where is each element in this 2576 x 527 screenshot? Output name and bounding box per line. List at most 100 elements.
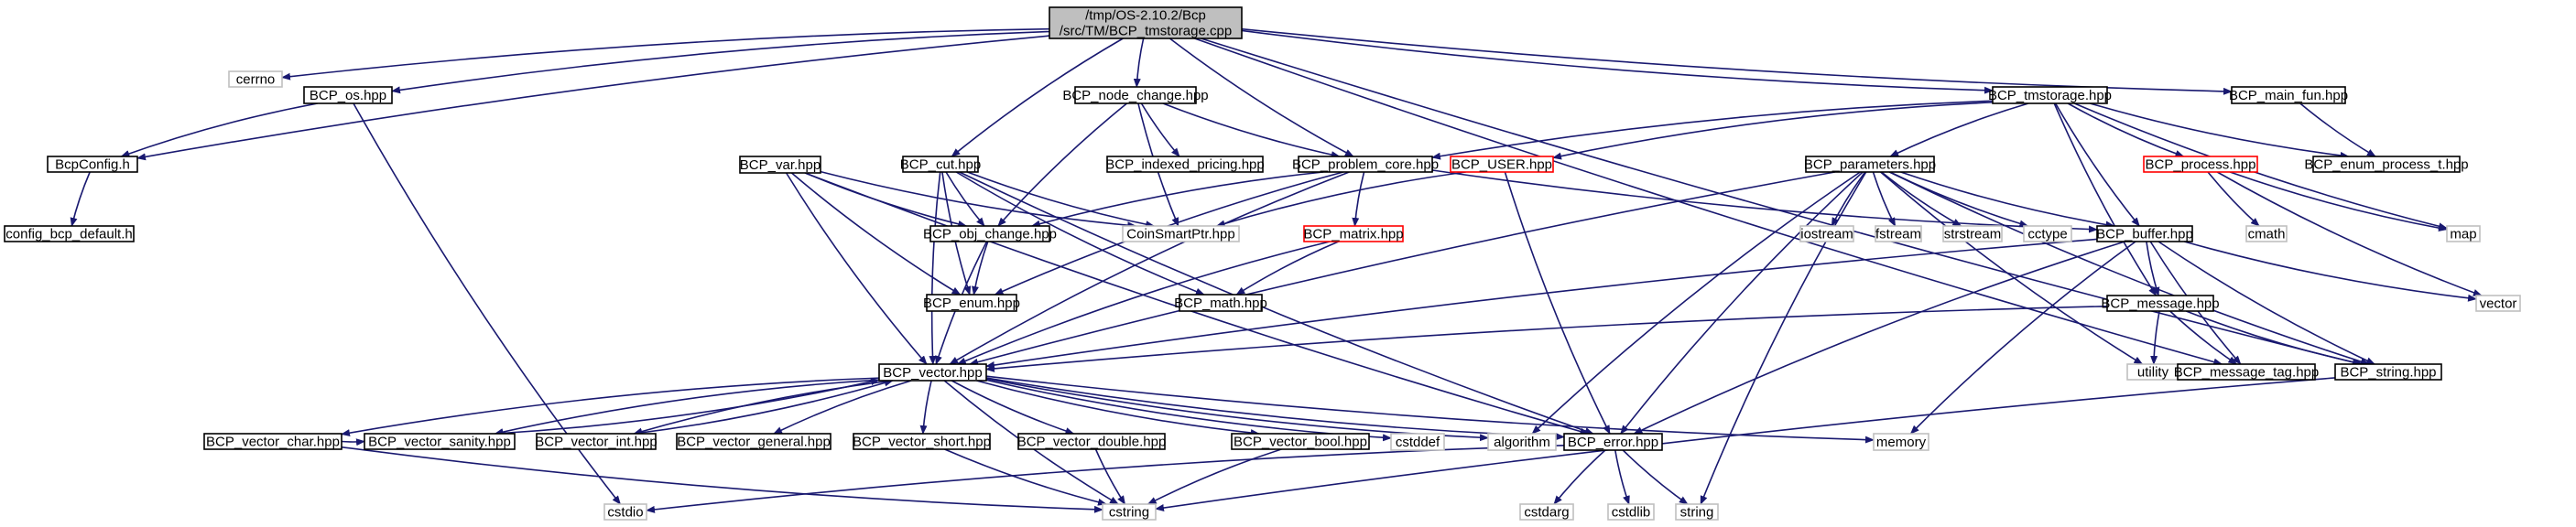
node-label: BCP_vector_short.hpp [853, 434, 991, 449]
node-label: BCP_node_change.hpp [1062, 88, 1208, 103]
edge-vector-to-vector_general [773, 380, 912, 435]
node-cut[interactable]: BCP_cut.hpp [900, 156, 981, 173]
edge-error-to-string [1622, 449, 1689, 505]
node-cstdlib: cstdlib [1607, 503, 1655, 521]
node-bcp-os[interactable]: BCP_os.hpp [303, 86, 393, 104]
node-message-tag[interactable]: BCP_message_tag.hpp [2174, 363, 2319, 381]
node-buffer[interactable]: BCP_buffer.hpp [2096, 225, 2193, 242]
node-vector-bool[interactable]: BCP_vector_bool.hpp [1231, 433, 1370, 450]
node-box [1942, 225, 2003, 242]
node-bcp-string[interactable]: BCP_string.hpp [2334, 363, 2442, 381]
node-label: BCP_vector_general.hpp [677, 434, 831, 449]
node-cctype: cctype [2023, 225, 2072, 242]
node-main-fun[interactable]: BCP_main_fun.hpp [2229, 86, 2348, 104]
node-vector-general[interactable]: BCP_vector_general.hpp [676, 433, 831, 450]
edge-buffer-to-message [2146, 241, 2160, 296]
edge-problem_core-to-buffer [1431, 169, 2098, 233]
node-user[interactable]: BCP_USER.hpp [1450, 156, 1554, 173]
node-label: cstddef [1396, 435, 1440, 450]
edge-buffer-to-vector [985, 238, 2098, 369]
edge-root-to-tmstorage [1241, 29, 1994, 94]
node-label: BCP_tmstorage.hpp [1988, 88, 2112, 103]
node-process[interactable]: BCP_process.hpp [2143, 156, 2258, 173]
node-vector[interactable]: BCP_vector.hpp [878, 363, 987, 382]
edge-error-to-cstdlib [1614, 449, 1630, 505]
node-label: BCP_var.hpp [740, 157, 821, 173]
node-enum-process[interactable]: BCP_enum_process_t.hpp [2304, 156, 2469, 173]
node-label: BCP_indexed_pricing.hpp [1105, 156, 1264, 172]
node-math[interactable]: BCP_math.hpp [1174, 294, 1267, 312]
node-label: memory [1876, 435, 1927, 450]
node-node-change[interactable]: BCP_node_change.hpp [1062, 86, 1209, 104]
node-box [2023, 225, 2072, 242]
node-memory: memory [1873, 433, 1929, 451]
edge-message-to-utility [2150, 310, 2160, 365]
edge-vector_char-to-cstring [341, 446, 1103, 513]
node-vector-sanity[interactable]: BCP_vector_sanity.hpp [364, 433, 516, 450]
edge-vector-to-vector_short [919, 380, 932, 435]
edge-message-to-bcp_string [2185, 310, 2364, 367]
edge-parameters-to-bcp_string [1888, 171, 2370, 366]
node-parameters[interactable]: BCP_parameters.hpp [1804, 156, 1936, 173]
edge-vector-to-error [985, 377, 1565, 441]
node-vector-int[interactable]: BCP_vector_int.hpp [535, 433, 658, 450]
node-vector-short[interactable]: BCP_vector_short.hpp [853, 433, 991, 450]
node-tmstorage[interactable]: BCP_tmstorage.hpp [1988, 86, 2112, 104]
node-label: BCP_main_fun.hpp [2229, 88, 2348, 103]
node-root[interactable]: /tmp/OS-2.10.2/Bcp/src/TM/BCP_tmstorage.… [1049, 6, 1243, 39]
edge-vector-to-vector_int [633, 380, 893, 436]
node-label: map [2450, 226, 2476, 242]
node-box [1102, 503, 1157, 521]
node-box [603, 503, 647, 521]
node-bcpconfig[interactable]: BcpConfig.h [47, 156, 138, 173]
node-utility: utility [2126, 363, 2179, 381]
node-box [47, 156, 138, 173]
node-var[interactable]: BCP_var.hpp [739, 156, 821, 174]
edge-buffer-to-memory [1909, 241, 2136, 435]
node-label: BCP_USER.hpp [1451, 156, 1552, 172]
node-algorithm: algorithm [1487, 433, 1557, 451]
edge-tmstorage-to-message [2053, 102, 2158, 296]
node-box [1106, 156, 1264, 173]
node-fstream: fstream [1875, 225, 1922, 242]
node-box [929, 225, 1050, 242]
node-cmath: cmath [2245, 225, 2288, 242]
edge-tmstorage-to-process [2067, 102, 2185, 157]
node-error[interactable]: BCP_error.hpp [1563, 433, 1663, 451]
node-vector-double[interactable]: BCP_vector_double.hpp [1017, 433, 1167, 450]
node-obj-change[interactable]: BCP_obj_change.hpp [923, 225, 1057, 242]
node-box [1607, 503, 1655, 521]
node-box [1298, 156, 1433, 173]
edge-parameters-to-error [1620, 171, 1864, 435]
edge-parameters-to-algorithm [1531, 171, 1861, 435]
node-box [1074, 86, 1197, 104]
node-label: BCP_enum.hpp [923, 296, 1020, 311]
node-box [203, 433, 342, 450]
node-box [2143, 156, 2258, 173]
node-label: iostream [1800, 226, 1853, 242]
edge-parameters-to-iostream [1831, 171, 1866, 227]
node-config-default[interactable]: config_bcp_default.h [4, 225, 135, 242]
node-box [228, 70, 283, 88]
node-label: CoinSmartPtr.hpp [1126, 226, 1234, 242]
node-box [1675, 503, 1719, 521]
edge-parameters-to-vector [969, 171, 1835, 366]
node-label: BCP_cut.hpp [900, 156, 981, 172]
node-matrix[interactable]: BCP_matrix.hpp [1303, 225, 1404, 242]
node-box [2177, 363, 2316, 381]
edge-vector-to-vector_sanity [494, 379, 880, 436]
node-label: cctype [2027, 226, 2067, 242]
node-box [1049, 6, 1243, 39]
edge-vector_char-to-vector_sanity [341, 438, 365, 446]
node-vector-char[interactable]: BCP_vector_char.hpp [203, 433, 342, 450]
edge-var-to-enum [790, 172, 962, 296]
node-message[interactable]: BCP_message.hpp [2101, 295, 2220, 312]
edge-user-to-coinsmartptr [1215, 171, 1466, 228]
node-box [1390, 433, 1445, 451]
edge-problem_core-to-obj_change [1030, 171, 1324, 228]
node-enum[interactable]: BCP_enum.hpp [923, 294, 1020, 312]
node-iostream: iostream [1799, 225, 1854, 242]
node-indexed-pricing[interactable]: BCP_indexed_pricing.hpp [1105, 156, 1265, 173]
node-problem-core[interactable]: BCP_problem_core.hpp [1292, 156, 1439, 173]
